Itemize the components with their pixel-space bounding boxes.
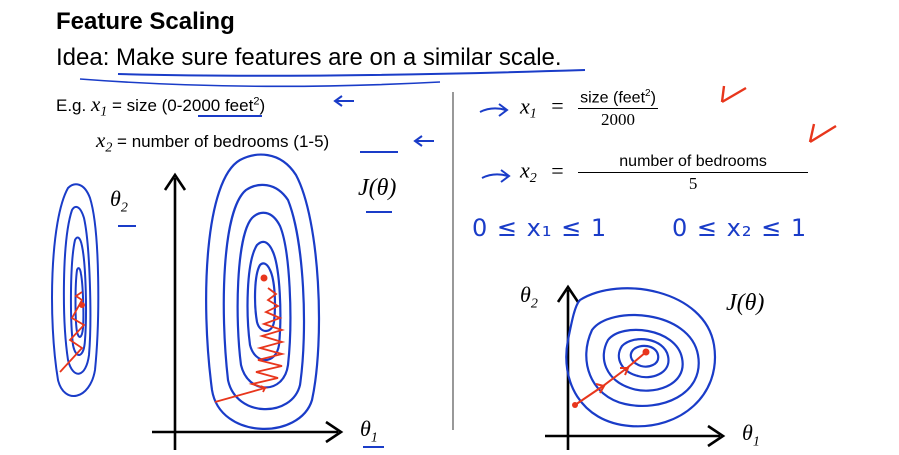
- x1-definition: E.g. x1 = size (0-2000 feet2): [56, 92, 265, 120]
- right-cost-label: J(θ): [726, 290, 765, 316]
- left-cost-label: J(θ): [358, 175, 397, 201]
- rx2-eq: =: [551, 157, 564, 183]
- x2-numerator: number of bedrooms: [578, 153, 809, 173]
- idea-line: Idea: Make sure features are on a simila…: [56, 44, 562, 72]
- rx2-var: x: [520, 157, 530, 183]
- left-minimum: [260, 274, 268, 282]
- x1-range: 0-2000: [167, 96, 221, 115]
- x1-scaled: x1 = size (feet2) 2000: [520, 88, 658, 130]
- right-minimum: [642, 348, 650, 356]
- x2-close: ): [323, 132, 330, 151]
- left-small-minimum: [79, 302, 85, 308]
- arrow-right-icon: [479, 103, 511, 183]
- x1-def: = size (: [107, 96, 168, 115]
- x2-var: x: [96, 128, 106, 152]
- x1-var: x: [90, 92, 101, 116]
- x2-scaled: x2 = number of bedrooms 5: [520, 153, 809, 194]
- rx1-sub: 1: [529, 106, 537, 122]
- right-start-point: [572, 402, 578, 408]
- x2-sub: 2: [105, 140, 113, 156]
- left-small-contours: [51, 183, 100, 397]
- x2-definition: x2 = number of bedrooms (1-5): [96, 128, 329, 156]
- x1-unit-sup: 2: [253, 95, 260, 108]
- arrow-left-icon: [333, 95, 434, 147]
- right-contours: [565, 287, 717, 428]
- left-descent-path: [214, 287, 286, 403]
- left-theta2-label: θ2: [110, 186, 128, 216]
- range-x2: 0 ≤ x₂ ≤ 1: [672, 214, 808, 242]
- x1-denominator: 2000: [601, 110, 635, 130]
- x2-def: = number of bedrooms (: [112, 132, 299, 151]
- idea-underline-2: [79, 78, 441, 88]
- slide-title: Feature Scaling: [56, 8, 235, 35]
- rx1-var: x: [520, 93, 530, 119]
- x1-numerator: size (feet2): [578, 88, 658, 110]
- x1-unit: feet: [220, 96, 254, 115]
- x2-fraction: number of bedrooms 5: [578, 153, 809, 194]
- x1-fraction: size (feet2) 2000: [578, 88, 658, 130]
- idea-underline: [117, 69, 586, 77]
- right-descent-path: [574, 351, 647, 406]
- x2-range: 1-5: [298, 132, 324, 151]
- left-small-descent: [59, 291, 86, 373]
- x1-sub: 1: [100, 104, 108, 120]
- x2-denominator: 5: [688, 174, 698, 193]
- x1-close: ): [259, 96, 266, 115]
- left-contours: [205, 153, 321, 430]
- range-x1: 0 ≤ x₁ ≤ 1: [472, 214, 608, 242]
- right-theta1-label: θ1: [742, 420, 760, 450]
- rx1-eq: =: [551, 93, 564, 119]
- idea-prefix: Idea:: [56, 44, 117, 71]
- idea-text: Make sure features are on a similar scal…: [116, 44, 562, 71]
- left-theta1-label: θ1: [360, 416, 378, 446]
- left-axes: [152, 172, 344, 450]
- eg-prefix: E.g.: [56, 96, 91, 115]
- right-theta2-label: θ2: [520, 282, 538, 312]
- check-mark-icon: [720, 85, 837, 144]
- rx2-sub: 2: [529, 170, 537, 186]
